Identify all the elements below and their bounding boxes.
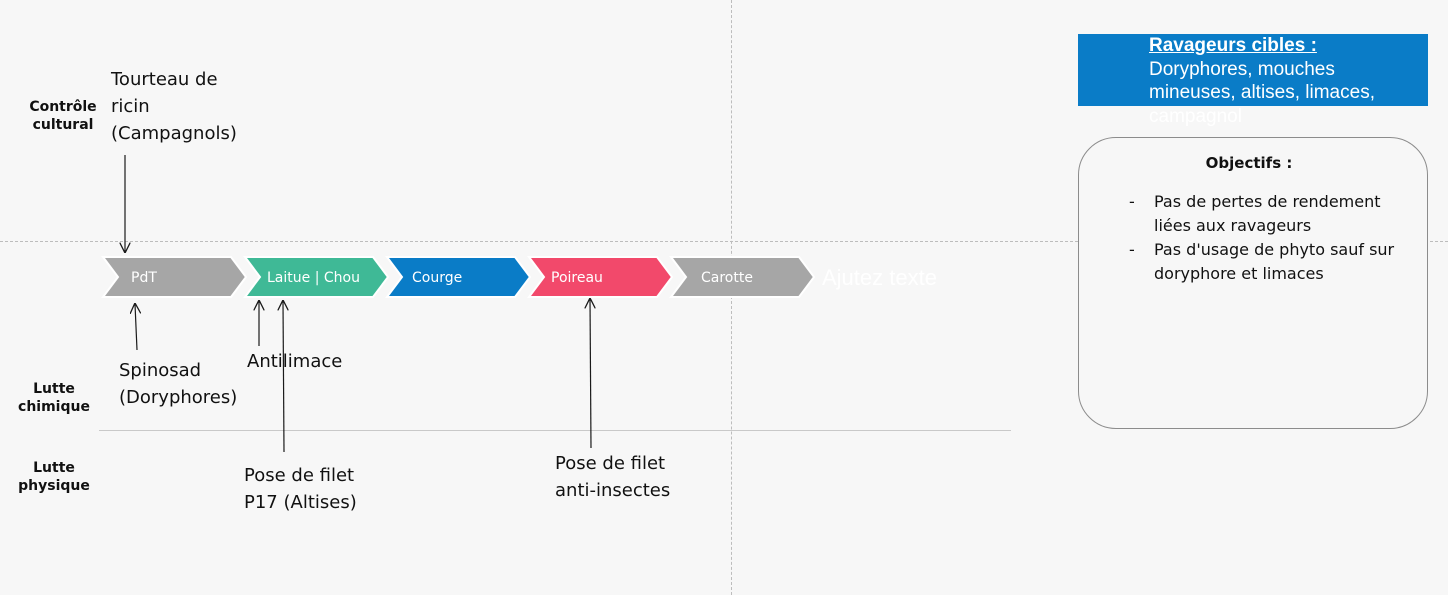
annotation-tourteau: Tourteau de ricin (Campagnols): [111, 69, 237, 144]
chevron-poireau: [527, 256, 674, 298]
row-label-lutte-chimique: Lutte chimique: [18, 381, 90, 415]
placeholder-text[interactable]: Ajutez texte: [822, 265, 937, 290]
row-label-controle-cultural: Contrôle cultural: [29, 99, 97, 133]
annotation-filet-anti: Pose de filet anti-insectes: [555, 453, 671, 501]
objectif-item: - Pas de pertes de rendement liées aux r…: [1129, 192, 1381, 235]
ravageurs-title: Ravageurs cibles :: [1149, 35, 1317, 56]
chevron-carotte: [669, 256, 816, 298]
objectifs-list: - Pas de pertes de rendement liées aux r…: [1119, 190, 1409, 286]
chevron-label: Laitue | Chou: [267, 270, 360, 286]
ravageurs-text: Doryphores, mouches mineuses, altises, l…: [1149, 58, 1375, 127]
horizontal-guide-line: [0, 241, 1448, 242]
objectif-item: - Pas d'usage de phyto sauf sur doryphor…: [1129, 240, 1395, 283]
chevron-laitue-chou: [243, 256, 390, 298]
chevron-pdt: [101, 256, 248, 298]
annotation-filet-p17: Pose de filet P17 (Altises): [244, 465, 357, 513]
annotation-spinosad: Spinosad (Doryphores): [119, 360, 238, 408]
arrow-spinosad: [135, 304, 137, 351]
dash-bullet: -: [1129, 192, 1135, 211]
chevron-label: Carotte: [701, 270, 753, 286]
chevron-courge: [385, 256, 532, 298]
separator-line: [99, 430, 1011, 431]
dash-bullet: -: [1129, 240, 1135, 259]
objectifs-box: Objectifs : - Pas de pertes de rendement…: [1078, 137, 1428, 429]
ravageurs-box: Ravageurs cibles : Doryphores, mouches m…: [1078, 34, 1428, 127]
chevron-label: PdT: [131, 270, 157, 286]
chevron-label: Poireau: [551, 270, 603, 286]
chevron-label: Courge: [412, 270, 462, 286]
row-label-lutte-physique: Lutte physique: [18, 460, 90, 494]
objectifs-title: Objectifs :: [1205, 154, 1293, 172]
arrow-filet-anti: [590, 299, 591, 449]
annotation-antilimace: Antilimace: [247, 351, 343, 372]
arrow-filet-p17: [283, 301, 284, 453]
